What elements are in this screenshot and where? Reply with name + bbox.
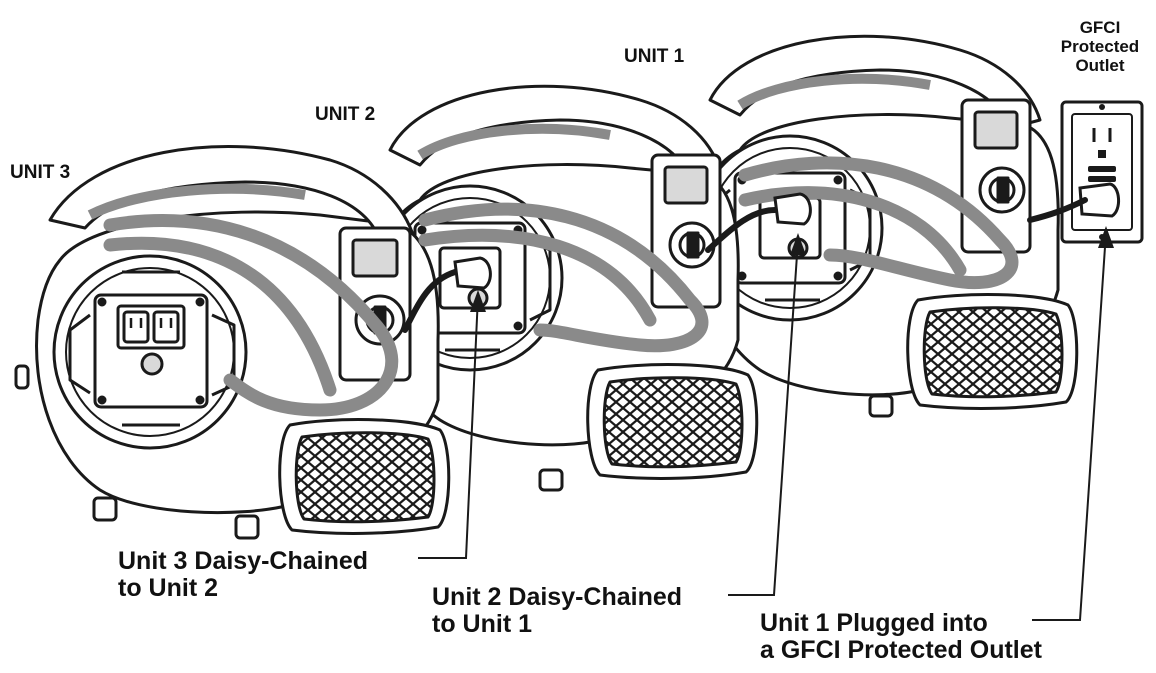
power-cords — [103, 156, 1019, 417]
unit-3-label: UNIT 3 — [10, 162, 71, 183]
callout-unit-3-line-1: Unit 3 Daisy-Chained — [118, 547, 369, 575]
callout-unit-2: Unit 2 Daisy-Chained to Unit 1 — [432, 584, 682, 638]
outlet-label-line-1: GFCI — [1079, 18, 1121, 37]
unit-1-fan — [696, 34, 1079, 418]
unit-2-label: UNIT 2 — [315, 104, 376, 125]
callout-unit-1: Unit 1 Plugged into a GFCI Protected Out… — [760, 610, 1042, 664]
plug-connections — [402, 197, 1088, 333]
callout-unit-1-line-2: a GFCI Protected Outlet — [760, 636, 1042, 664]
outlet-label: GFCI Protected Outlet — [1052, 18, 1148, 75]
plug-heads — [453, 192, 812, 290]
callout-unit-3: Unit 3 Daisy-Chained to Unit 2 — [118, 548, 368, 602]
gfci-outlet — [1060, 100, 1144, 244]
callout-unit-1-line-1: Unit 1 Plugged into — [760, 609, 988, 637]
leader-lines — [418, 231, 1107, 621]
unit-1-label: UNIT 1 — [624, 46, 685, 67]
outlet-label-line-3: Outlet — [1075, 56, 1125, 75]
callout-unit-2-line-1: Unit 2 Daisy-Chained — [432, 583, 683, 611]
callout-unit-2-line-2: to Unit 1 — [432, 610, 532, 638]
outlet-label-line-2: Protected — [1060, 37, 1140, 56]
callout-unit-3-line-2: to Unit 2 — [118, 574, 218, 602]
